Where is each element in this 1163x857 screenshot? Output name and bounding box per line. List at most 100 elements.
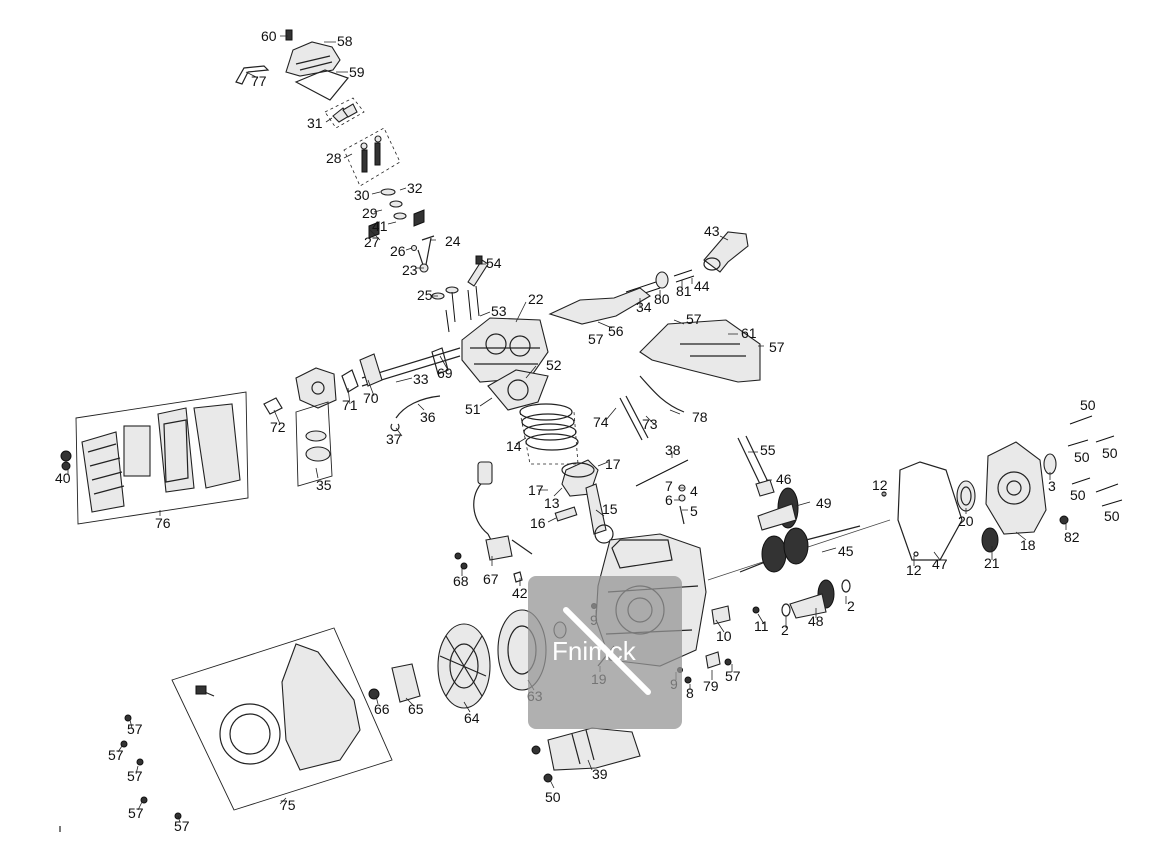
callout: 47 [932, 556, 948, 572]
side-cover-18 [985, 441, 1047, 535]
callout: 60 [261, 28, 277, 44]
callout: 79 [703, 678, 719, 694]
callout: 8 [686, 685, 694, 701]
cylinder-head [461, 317, 549, 383]
crankshaft-45 [739, 525, 861, 573]
breather-tube [235, 65, 270, 85]
callout: 67 [483, 571, 499, 587]
callout: 57 [127, 768, 143, 784]
pin-12b [913, 551, 919, 557]
callout: 36 [420, 409, 436, 425]
sensor-79 [705, 651, 721, 669]
washer-2b [841, 579, 851, 593]
rocker-box-31 [324, 97, 365, 129]
bolt-8 [684, 676, 692, 684]
callout: 64 [464, 710, 480, 726]
callout: 5 [690, 503, 698, 519]
muffler-61 [639, 319, 761, 383]
callout: 42 [512, 585, 528, 601]
callout: 77 [251, 73, 267, 89]
callout: 44 [694, 278, 710, 294]
callout: 57 [769, 339, 785, 355]
bolt-11 [752, 606, 760, 614]
callout: 38 [665, 442, 681, 458]
callout: 78 [692, 409, 708, 425]
fuel-line-36 [395, 395, 441, 419]
callout: 10 [716, 628, 732, 644]
valve-springs [368, 188, 435, 273]
callout: 68 [453, 573, 469, 589]
piston-rings-14 [519, 403, 579, 465]
callout: 69 [437, 365, 453, 381]
fan-64 [437, 623, 491, 709]
callout: 80 [654, 291, 670, 307]
callout: 55 [760, 442, 776, 458]
callout: 12 [906, 562, 922, 578]
bolts-57-left [120, 714, 182, 820]
callout: 49 [816, 495, 832, 511]
callout: 71 [342, 397, 358, 413]
head-gasket [487, 369, 549, 411]
callout: 18 [1020, 537, 1036, 553]
callout: 56 [608, 323, 624, 339]
bolt-50-lower-b [531, 745, 541, 755]
heat-shield-56 [548, 287, 651, 325]
callout: 17 [528, 482, 544, 498]
callout: 41 [372, 218, 388, 234]
control-rods [619, 375, 685, 441]
callout: 39 [592, 766, 608, 782]
callout: 30 [354, 187, 370, 203]
gasket-47 [897, 461, 963, 561]
callout: 48 [808, 613, 824, 629]
callout: 57 [588, 331, 604, 347]
rocker-box-28 [343, 127, 401, 187]
callout: 57 [174, 818, 190, 834]
spark-plug [467, 255, 489, 287]
callout: 54 [486, 255, 502, 271]
callout: 20 [958, 513, 974, 529]
callout: 32 [407, 180, 423, 196]
callout: 58 [337, 33, 353, 49]
valve-cover [285, 29, 341, 77]
callout: 52 [546, 357, 562, 373]
callout: 34 [636, 299, 652, 315]
callout-labels: 60 58 77 59 31 28 30 32 29 41 27 26 24 2… [55, 28, 1120, 834]
callout: 53 [491, 303, 507, 319]
callout: 50 [1074, 449, 1090, 465]
callout: 22 [528, 291, 544, 307]
leader-lines [67, 35, 1067, 823]
callout: 3 [1048, 478, 1056, 494]
callout: 29 [362, 205, 378, 221]
callout: 33 [413, 371, 429, 387]
callout: 61 [741, 325, 757, 341]
callout: 45 [838, 543, 854, 559]
bearing-20 [956, 480, 976, 512]
bolts-68 [454, 552, 468, 570]
callout: 70 [363, 390, 379, 406]
air-filter-76 [75, 391, 249, 525]
watermark-text: Fnimck [552, 636, 636, 666]
callout: 17 [605, 456, 621, 472]
starter-cup-65 [391, 663, 421, 703]
callout: 57 [127, 721, 143, 737]
callout: 24 [445, 233, 461, 249]
callout: 26 [390, 243, 406, 259]
callout: 12 [872, 477, 888, 493]
callout: 72 [270, 419, 286, 435]
cover-gasket [294, 69, 350, 101]
callout: 50 [1070, 487, 1086, 503]
callout: 11 [754, 618, 769, 634]
callout: 50 [545, 789, 561, 805]
callout: 40 [55, 470, 71, 486]
sensor-10 [711, 605, 731, 625]
callout: 2 [781, 622, 789, 638]
clip-37 [390, 423, 400, 432]
piston-pin-16 [554, 506, 578, 522]
callout: 21 [984, 555, 1000, 571]
callout: 57 [128, 805, 144, 821]
exhaust-pipe-43 [703, 231, 749, 273]
callout: 66 [374, 701, 390, 717]
gasket-72 [263, 397, 283, 415]
callout: 46 [776, 471, 792, 487]
